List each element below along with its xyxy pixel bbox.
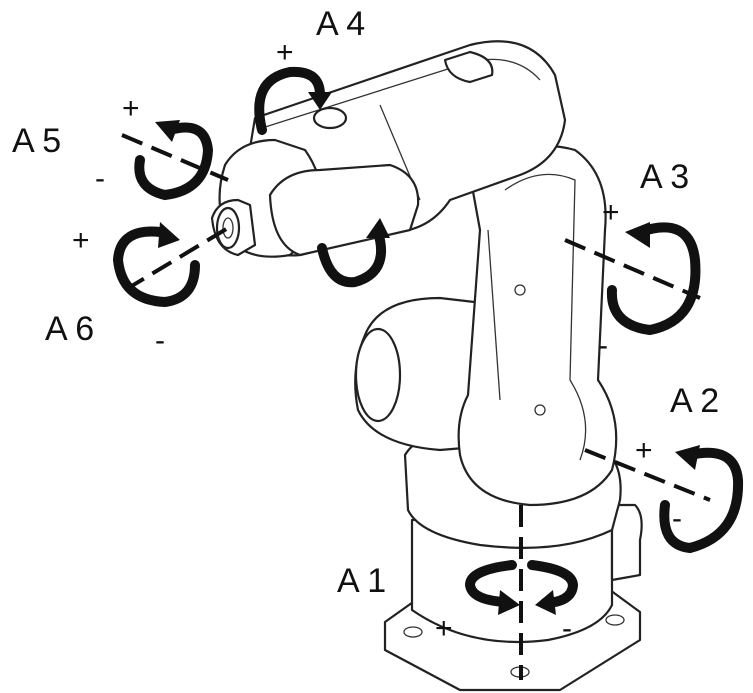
- a5-rotation-arrow-icon: [134, 120, 214, 201]
- axis-label-a3: A 3: [640, 158, 689, 196]
- a3-rotation-arrow-icon: [606, 222, 701, 336]
- a2-minus-sign: -: [672, 502, 682, 535]
- axis-a2-line: [584, 448, 711, 502]
- a3-plus-sign: +: [602, 196, 620, 229]
- a6-minus-sign: -: [155, 324, 165, 357]
- a4-rotation-arrow-icon: [254, 66, 390, 288]
- a1-plus-sign: +: [435, 612, 453, 645]
- a3-minus-sign: -: [598, 329, 608, 362]
- a5-minus-sign: -: [95, 162, 105, 195]
- axis-a3-line: [564, 238, 701, 300]
- axis-lines: [121, 133, 711, 680]
- a6-plus-sign: +: [72, 224, 90, 257]
- axis-label-a4: A 4: [316, 5, 365, 43]
- a4-plus-sign: +: [276, 36, 294, 69]
- a1-rotation-arrow-icon: [464, 560, 579, 615]
- axis-a6-line: [123, 226, 230, 292]
- axis-a5-line: [121, 133, 229, 182]
- a2-plus-sign: +: [635, 434, 653, 467]
- a2-rotation-arrow-icon: [659, 445, 744, 554]
- axis-label-a1: A 1: [337, 562, 386, 600]
- a5-plus-sign: +: [122, 92, 140, 125]
- axis-label-a2: A 2: [670, 382, 719, 420]
- a1-minus-sign: -: [562, 612, 572, 645]
- rotation-arrows: [112, 66, 744, 615]
- axis-label-a6: A 6: [45, 310, 94, 348]
- robot-lower-arm: [457, 144, 618, 507]
- axis-labels: A 1 + - A 2 + - A 3 + - A 4 + A 5 + - A …: [12, 5, 719, 645]
- robot-illustration: [210, 40, 643, 692]
- axis-label-a5: A 5: [12, 122, 61, 160]
- a6-rotation-arrow-icon: [112, 222, 200, 308]
